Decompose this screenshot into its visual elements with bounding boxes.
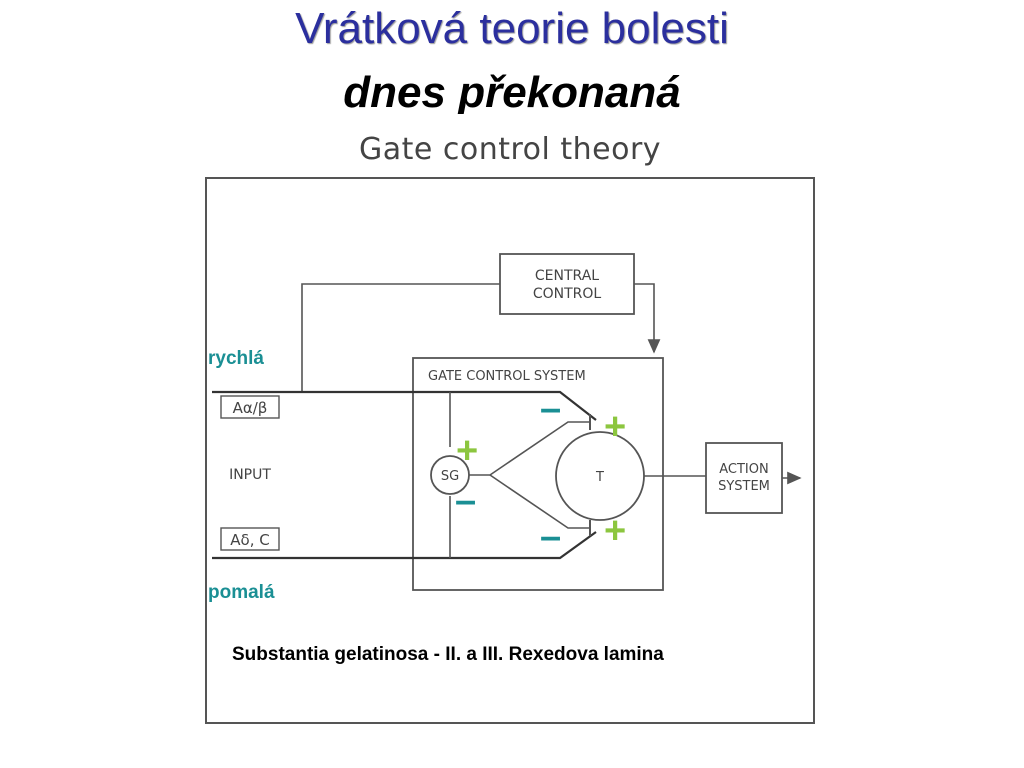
- fast-annotation: rychlá: [208, 348, 264, 369]
- central-control-box: [499, 253, 635, 315]
- figure-frame: [205, 177, 815, 724]
- caption: Substantia gelatinosa - II. a III. Rexed…: [232, 644, 664, 665]
- fast-fiber-line: [212, 390, 597, 421]
- slow-fiber-line: [212, 531, 597, 560]
- gate-control-label: GATE CONTROL SYSTEM: [428, 369, 586, 384]
- fast-fiber-box: [220, 395, 280, 419]
- slide-subtitle: dnes překonaná: [343, 68, 681, 114]
- figure-heading: Gate control theory: [358, 132, 662, 167]
- central-to-gate-line: [634, 283, 661, 354]
- slide-title: Vrátková teorie bolesti: [295, 4, 729, 53]
- action-text-2: SYSTEM: [718, 479, 770, 494]
- fast-to-central-line: [301, 283, 500, 392]
- central-control-text-1: CENTRAL: [535, 268, 599, 284]
- slow-fiber-label: Aδ, C: [230, 531, 269, 549]
- minus-sign-upper: –: [540, 388, 562, 430]
- plus-sign-lower: +: [604, 510, 627, 552]
- sg-lower-branch: [489, 474, 590, 529]
- sg-upper-branch: [469, 421, 590, 476]
- fast-fiber-label: Aα/β: [233, 399, 268, 417]
- plus-sign-sg: +: [456, 430, 479, 472]
- central-control-text-2: CONTROL: [533, 286, 602, 302]
- slow-fiber-box: [220, 527, 280, 551]
- action-system-box: [705, 442, 783, 514]
- slow-annotation: pomalá: [208, 582, 275, 603]
- minus-sign-lower: –: [540, 516, 562, 558]
- sg-label: SG: [441, 469, 459, 484]
- plus-sign-upper: +: [604, 406, 627, 448]
- action-text-1: ACTION: [719, 462, 768, 477]
- gate-control-box: [412, 357, 664, 591]
- minus-sign-sg: –: [455, 480, 477, 522]
- t-label: T: [595, 470, 604, 485]
- input-label: INPUT: [229, 467, 271, 483]
